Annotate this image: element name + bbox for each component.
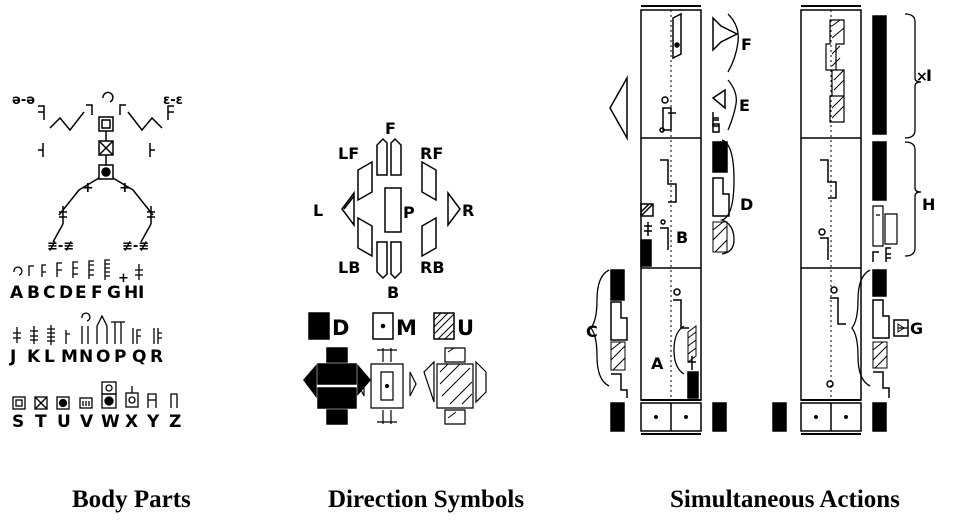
body-part-letter: R <box>150 347 163 367</box>
action-label: E <box>739 96 750 115</box>
body-part-letter: C <box>43 283 55 303</box>
action-label: B <box>676 228 688 247</box>
simultaneous-glyphs <box>609 15 909 432</box>
body-part-letter: P <box>114 347 126 367</box>
svg-text:ǝ-ǝ: ǝ-ǝ <box>12 93 35 108</box>
action-label: F <box>741 35 752 54</box>
body-part-letter: L <box>44 347 55 367</box>
direction-label: F <box>385 119 396 138</box>
svg-text:+: + <box>118 271 129 286</box>
caption-direction-symbols: Direction Symbols <box>328 486 525 513</box>
direction-label: LB <box>338 258 360 277</box>
body-part-letter: Y <box>146 412 160 432</box>
body-part-letter: D <box>59 283 73 303</box>
body-part-letter: U <box>57 412 71 432</box>
staff-right <box>800 5 862 435</box>
action-label: H <box>922 195 935 214</box>
action-label: D <box>740 195 753 214</box>
body-part-letter: I <box>138 283 144 303</box>
body-part-letter: O <box>96 347 110 367</box>
body-part-letter: T <box>35 412 47 432</box>
direction-symbols <box>303 137 487 425</box>
body-part-letter: A <box>10 283 24 303</box>
svg-text:+: + <box>119 180 131 196</box>
level-label: D <box>332 316 349 340</box>
direction-composite-high <box>423 347 487 425</box>
body-part-letter: M <box>61 347 78 367</box>
body-part-letter: W <box>101 412 120 432</box>
body-part-letter: F <box>91 283 103 303</box>
svg-text:≢-≢: ≢-≢ <box>122 239 149 254</box>
direction-label: RB <box>420 258 445 277</box>
body-part-letter: Z <box>169 412 181 432</box>
direction-label: B <box>387 283 399 302</box>
direction-labels: F LF RF L P R LB RB B D M U <box>313 119 474 340</box>
body-part-glyphs: + <box>12 259 178 410</box>
action-label: C <box>586 322 598 341</box>
body-part-letter: V <box>80 412 94 432</box>
direction-label: RF <box>420 144 443 163</box>
direction-label: L <box>313 201 323 220</box>
body-part-letter: B <box>27 283 40 303</box>
svg-text:+: + <box>82 180 94 196</box>
body-figure: + + ≢-≢ ≢-≢ ǝ-ǝ ɛ-ɛ <box>12 91 183 254</box>
staff-left <box>640 5 702 435</box>
body-part-letter: X <box>125 412 138 432</box>
action-label-prefix: × <box>916 69 928 85</box>
direction-composite-middle <box>357 348 417 424</box>
body-part-letter: N <box>79 347 93 367</box>
direction-label: LF <box>338 144 359 163</box>
direction-label: R <box>462 201 474 220</box>
action-label: I <box>926 66 932 85</box>
caption-body-parts: Body Parts <box>72 486 191 513</box>
level-label: M <box>396 316 417 340</box>
body-part-letter: S <box>12 412 24 432</box>
body-part-letter: J <box>9 347 16 367</box>
level-label: U <box>457 316 474 340</box>
body-part-letter: G <box>107 283 121 303</box>
svg-text:≢-≢: ≢-≢ <box>47 239 74 254</box>
body-part-letter: Q <box>132 347 146 367</box>
action-label: A <box>651 354 664 373</box>
svg-text:ɛ-ɛ: ɛ-ɛ <box>163 93 183 108</box>
action-braces <box>590 13 922 387</box>
body-part-letter: H <box>124 283 138 303</box>
direction-label: P <box>403 203 415 222</box>
simultaneous-labels: F E D B C A × I H G <box>586 35 935 373</box>
caption-simultaneous-actions: Simultaneous Actions <box>670 486 900 513</box>
direction-composite-low <box>303 347 371 425</box>
action-label: G <box>910 319 923 338</box>
body-part-letter: E <box>75 283 87 303</box>
body-part-letter: K <box>27 347 41 367</box>
body-part-letters: A B C D E F G H I J K L M N O P Q R S T … <box>9 283 181 432</box>
